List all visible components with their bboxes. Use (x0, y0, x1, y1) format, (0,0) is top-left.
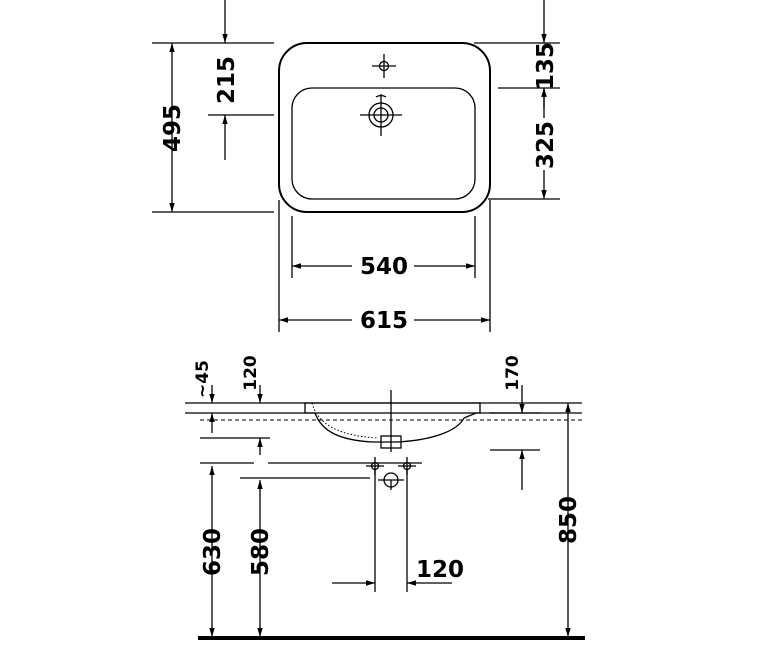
basin-inner-bowl (291, 87, 476, 200)
dim-120-bottom: 120 (416, 557, 464, 583)
dim-495: 495 (160, 104, 186, 152)
dim-170: 170 (503, 355, 523, 391)
dim-215: 215 (214, 56, 240, 104)
drain-icon (360, 94, 402, 136)
dim-45: ~45 (193, 360, 213, 398)
dim-850: 850 (556, 496, 582, 544)
dim-120-left: 120 (241, 355, 261, 391)
dim-135: 135 (533, 42, 559, 90)
side-view: ~45 120 170 630 580 850 120 (185, 355, 585, 640)
dim-580: 580 (248, 528, 274, 576)
dim-325: 325 (533, 121, 559, 169)
basin-profile (304, 402, 481, 443)
dim-630: 630 (200, 528, 226, 576)
basin-outer-outline (278, 42, 491, 213)
top-view: 495 215 135 325 540 615 (152, 0, 560, 334)
dim-540: 540 (360, 254, 408, 280)
tap-hole-icon (372, 54, 396, 78)
waste-outlet-icon (378, 472, 404, 488)
dim-615: 615 (360, 308, 408, 334)
